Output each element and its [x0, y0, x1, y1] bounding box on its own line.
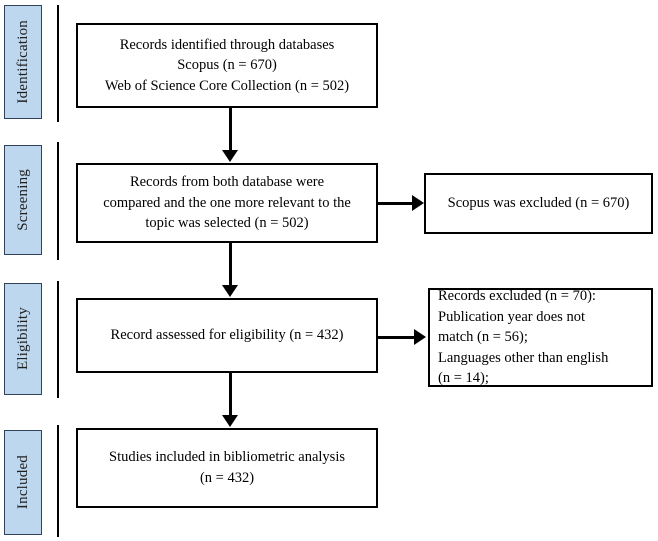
stage-chip-identification: Identification: [4, 5, 42, 119]
box-eligibility-assessed: Record assessed for eligibility (n = 432…: [76, 298, 378, 373]
box-records-excluded-text: Records excluded (n = 70): Publication y…: [438, 288, 609, 387]
box-scopus-excluded: Scopus was excluded (n = 670): [424, 173, 653, 234]
connector-compared-to-eligibility: [229, 243, 232, 287]
connector-compared-to-scopus-excluded: [378, 202, 416, 205]
stage-divider-included: [57, 425, 59, 537]
stage-label-screening: Screening: [14, 169, 31, 231]
arrowhead-identified-to-compared: [222, 150, 238, 162]
box-records-identified-text: Records identified through databases Sco…: [104, 36, 350, 94]
stage-divider-screening: [57, 142, 59, 260]
stage-divider-eligibility: [57, 281, 59, 398]
connector-identified-to-compared: [229, 108, 232, 152]
connector-eligibility-to-included: [229, 373, 232, 417]
stage-chip-included: Included: [4, 430, 42, 535]
box-records-excluded: Records excluded (n = 70): Publication y…: [428, 288, 653, 387]
stage-chip-screening: Screening: [4, 145, 42, 255]
box-included-studies: Studies included in bibliometric analysi…: [76, 428, 378, 508]
box-records-compared-text: Records from both database were compared…: [103, 174, 351, 232]
stage-chip-eligibility: Eligibility: [4, 283, 42, 395]
box-scopus-excluded-text: Scopus was excluded (n = 670): [447, 195, 630, 212]
box-records-compared: Records from both database were compared…: [76, 163, 378, 243]
box-eligibility-assessed-text: Record assessed for eligibility (n = 432…: [110, 327, 344, 344]
stage-label-included: Included: [14, 455, 31, 510]
connector-eligibility-to-records-excluded: [378, 336, 418, 339]
stage-divider-identification: [57, 5, 59, 122]
arrowhead-compared-to-scopus-excluded: [412, 195, 424, 211]
box-records-identified: Records identified through databases Sco…: [76, 23, 378, 108]
box-included-studies-text: Studies included in bibliometric analysi…: [109, 449, 345, 486]
arrowhead-eligibility-to-included: [222, 415, 238, 427]
arrowhead-compared-to-eligibility: [222, 285, 238, 297]
stage-label-eligibility: Eligibility: [14, 307, 31, 371]
stage-label-identification: Identification: [14, 20, 31, 104]
arrowhead-eligibility-to-records-excluded: [414, 329, 426, 345]
